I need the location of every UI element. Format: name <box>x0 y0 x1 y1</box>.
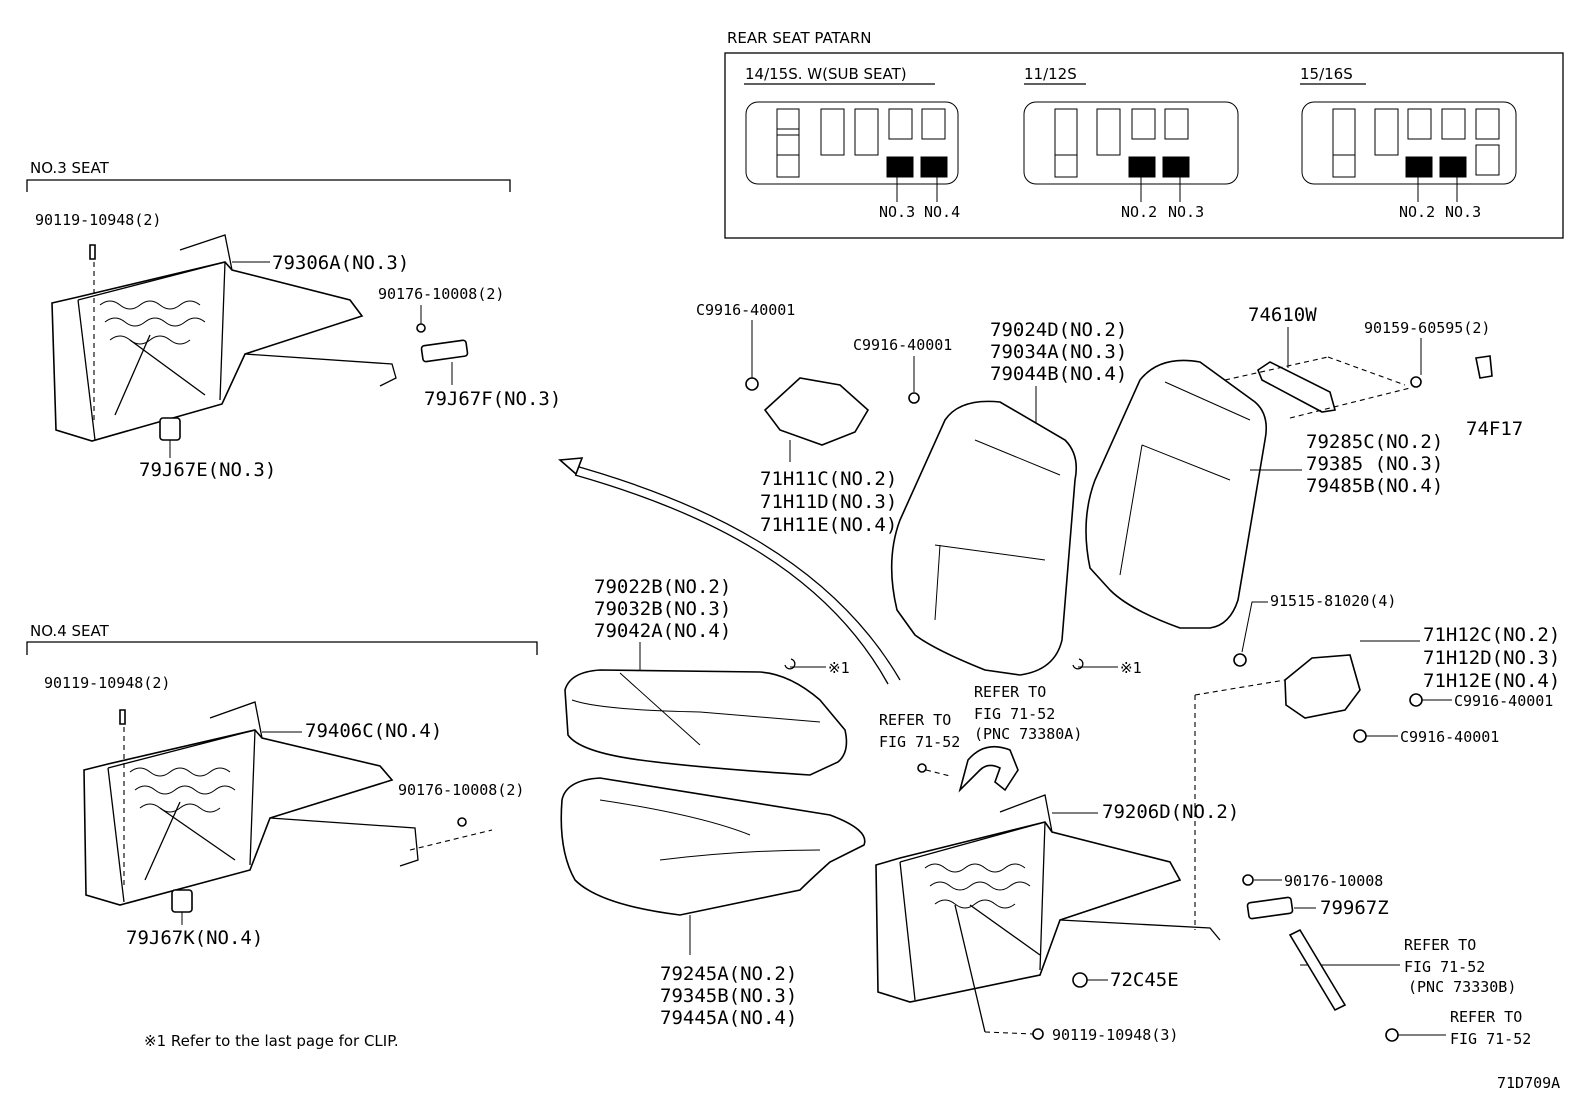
svg-text:(PNC 73380A): (PNC 73380A) <box>974 725 1082 743</box>
label-90176-10008-b: 90176-10008(2) <box>398 781 524 799</box>
label-79967Z: 79967Z <box>1320 897 1389 919</box>
variant-3-label: 15/16S <box>1300 65 1353 83</box>
label-79206D: 79206D(NO.2) <box>1102 801 1239 823</box>
seat-hinge-cover-left: C9916-40001 C9916-40001 71H11C(NO.2) 71H… <box>696 301 952 536</box>
clip-mark-b: ※1 <box>1072 658 1142 677</box>
label-71H11E: 71H11E(NO.4) <box>760 514 897 536</box>
direction-arrow <box>564 462 901 681</box>
no4-seat-frame <box>83 701 419 906</box>
refer-note-3: REFER TO FIG 71-52 (PNC 73330B) <box>1300 936 1516 996</box>
figure-id: 71D709A <box>1497 1074 1560 1092</box>
label-79406C: 79406C(NO.4) <box>305 720 442 742</box>
rear-seat-pattern-box: REAR SEAT PATARN 14/15S. W(SUB SEAT) NO.… <box>724 29 1564 239</box>
label-C9916-40001-b: C9916-40001 <box>853 336 952 354</box>
seat-marker-no3 <box>1439 156 1467 178</box>
label-71H11D: 71H11D(NO.3) <box>760 491 897 513</box>
svg-text:FIG 71-52: FIG 71-52 <box>974 705 1055 723</box>
variant-1-marker-2: NO.4 <box>924 203 960 221</box>
svg-text:REFER TO: REFER TO <box>1450 1008 1522 1026</box>
label-C9916-40001-a: C9916-40001 <box>696 301 795 319</box>
no2-seat-frame-group: 79206D(NO.2) 90176-10008 79967Z 72C45E 9… <box>875 794 1389 1044</box>
label-79385: 79385 (NO.3) <box>1306 453 1443 475</box>
clip-mark-a: ※1 <box>784 658 850 677</box>
label-79042A: 79042A(NO.4) <box>594 620 731 642</box>
hinge-bracket-group: 74610W 90159-60595(2) 74F17 79285C(NO.2)… <box>1224 304 1523 667</box>
refer-note-4: REFER TO FIG 71-52 <box>1385 1008 1531 1048</box>
seat-back-cover <box>890 400 1078 676</box>
label-C9916-40001-c: C9916-40001 <box>1454 692 1553 710</box>
label-79J67K: 79J67K(NO.4) <box>126 927 263 949</box>
no3-seat-title: NO.3 SEAT <box>30 159 110 177</box>
pattern-title: REAR SEAT PATARN <box>727 29 871 47</box>
seat-cushion-group: 79022B(NO.2) 79032B(NO.3) 79042A(NO.4) 7… <box>560 576 866 1029</box>
no4-seat-title: NO.4 SEAT <box>30 622 110 640</box>
label-79032B: 79032B(NO.3) <box>594 598 731 620</box>
svg-text:REFER TO: REFER TO <box>974 683 1046 701</box>
seat-cushion-cover <box>564 669 848 776</box>
no3-seat-frame <box>51 234 397 442</box>
refer-note-2: REFER TO FIG 71-52 <box>879 711 960 777</box>
label-79485B: 79485B(NO.4) <box>1306 475 1443 497</box>
label-71H11C: 71H11C(NO.2) <box>760 468 897 490</box>
label-74F17: 74F17 <box>1466 418 1523 440</box>
svg-text:※1: ※1 <box>1120 659 1142 677</box>
label-79044B: 79044B(NO.4) <box>990 363 1127 385</box>
seat-hinge-cover-right: 71H12C(NO.2) 71H12D(NO.3) 71H12E(NO.4) C… <box>1194 624 1560 930</box>
label-79022B: 79022B(NO.2) <box>594 576 731 598</box>
no4-seat-group: NO.4 SEAT 90119-10948(2) 79406C(NO.4) 90… <box>26 622 538 949</box>
label-79445A: 79445A(NO.4) <box>660 1007 797 1029</box>
variant-2-marker-1: NO.2 <box>1121 203 1157 221</box>
variant-2-label: 11/12S <box>1024 65 1077 83</box>
variant-3-marker-1: NO.2 <box>1399 203 1435 221</box>
label-90176-10008-a: 90176-10008(2) <box>378 285 504 303</box>
svg-text:REFER TO: REFER TO <box>1404 936 1476 954</box>
pattern-variant-1: 14/15S. W(SUB SEAT) NO.3 NO.4 <box>744 65 960 221</box>
variant-1-label: 14/15S. W(SUB SEAT) <box>745 65 907 83</box>
label-71H12D: 71H12D(NO.3) <box>1423 647 1560 669</box>
svg-text:FIG 71-52: FIG 71-52 <box>1450 1030 1531 1048</box>
label-90159-60595: 90159-60595(2) <box>1364 319 1490 337</box>
svg-text:FIG 71-52: FIG 71-52 <box>879 733 960 751</box>
seat-marker-no2 <box>1128 156 1156 178</box>
svg-text:※1: ※1 <box>828 659 850 677</box>
svg-text:(PNC 73330B): (PNC 73330B) <box>1408 978 1516 996</box>
seat-cushion-pad <box>560 777 866 916</box>
label-90119-10948-b: 90119-10948(2) <box>44 674 170 692</box>
label-72C45E: 72C45E <box>1110 969 1179 991</box>
label-79285C: 79285C(NO.2) <box>1306 431 1443 453</box>
label-79024D: 79024D(NO.2) <box>990 319 1127 341</box>
label-90119-10948-c: 90119-10948(3) <box>1052 1026 1178 1044</box>
label-71H12E: 71H12E(NO.4) <box>1423 670 1560 692</box>
pattern-frame <box>724 52 1564 239</box>
label-79306A: 79306A(NO.3) <box>272 252 409 274</box>
seat-back-group: 79024D(NO.2) 79034A(NO.3) 79044B(NO.4) <box>890 319 1302 676</box>
label-79034A: 79034A(NO.3) <box>990 341 1127 363</box>
svg-text:FIG 71-52: FIG 71-52 <box>1404 958 1485 976</box>
no3-seat-group: NO.3 SEAT 90119-10948(2) 79306A(NO.3) 90… <box>26 159 561 481</box>
label-91515-81020: 91515-81020(4) <box>1270 592 1396 610</box>
label-79J67F: 79J67F(NO.3) <box>424 388 561 410</box>
svg-text:REFER TO: REFER TO <box>879 711 951 729</box>
seat-marker-no3 <box>886 156 914 178</box>
clip-footnote: ※1 Refer to the last page for CLIP. <box>144 1032 399 1050</box>
variant-1-marker-1: NO.3 <box>879 203 915 221</box>
label-79245A: 79245A(NO.2) <box>660 963 797 985</box>
label-90119-10948-a: 90119-10948(2) <box>35 211 161 229</box>
variant-2-marker-2: NO.3 <box>1168 203 1204 221</box>
seat-back-frame <box>1085 359 1268 629</box>
label-C9916-40001-d: C9916-40001 <box>1400 728 1499 746</box>
pattern-variant-3: 15/16S NO.2 NO.3 <box>1300 65 1517 221</box>
pattern-variant-2: 11/12S NO.2 NO.3 <box>1023 65 1239 221</box>
label-90176-10008-c: 90176-10008 <box>1284 872 1383 890</box>
label-79J67E: 79J67E(NO.3) <box>139 459 276 481</box>
refer-note-1: REFER TO FIG 71-52 (PNC 73380A) <box>958 683 1082 793</box>
label-79345B: 79345B(NO.3) <box>660 985 797 1007</box>
seat-marker-no4 <box>920 156 948 178</box>
label-71H12C: 71H12C(NO.2) <box>1423 624 1560 646</box>
seat-marker-no2 <box>1405 156 1433 178</box>
label-74610W: 74610W <box>1248 304 1317 326</box>
variant-3-marker-2: NO.3 <box>1445 203 1481 221</box>
seat-marker-no3 <box>1162 156 1190 178</box>
